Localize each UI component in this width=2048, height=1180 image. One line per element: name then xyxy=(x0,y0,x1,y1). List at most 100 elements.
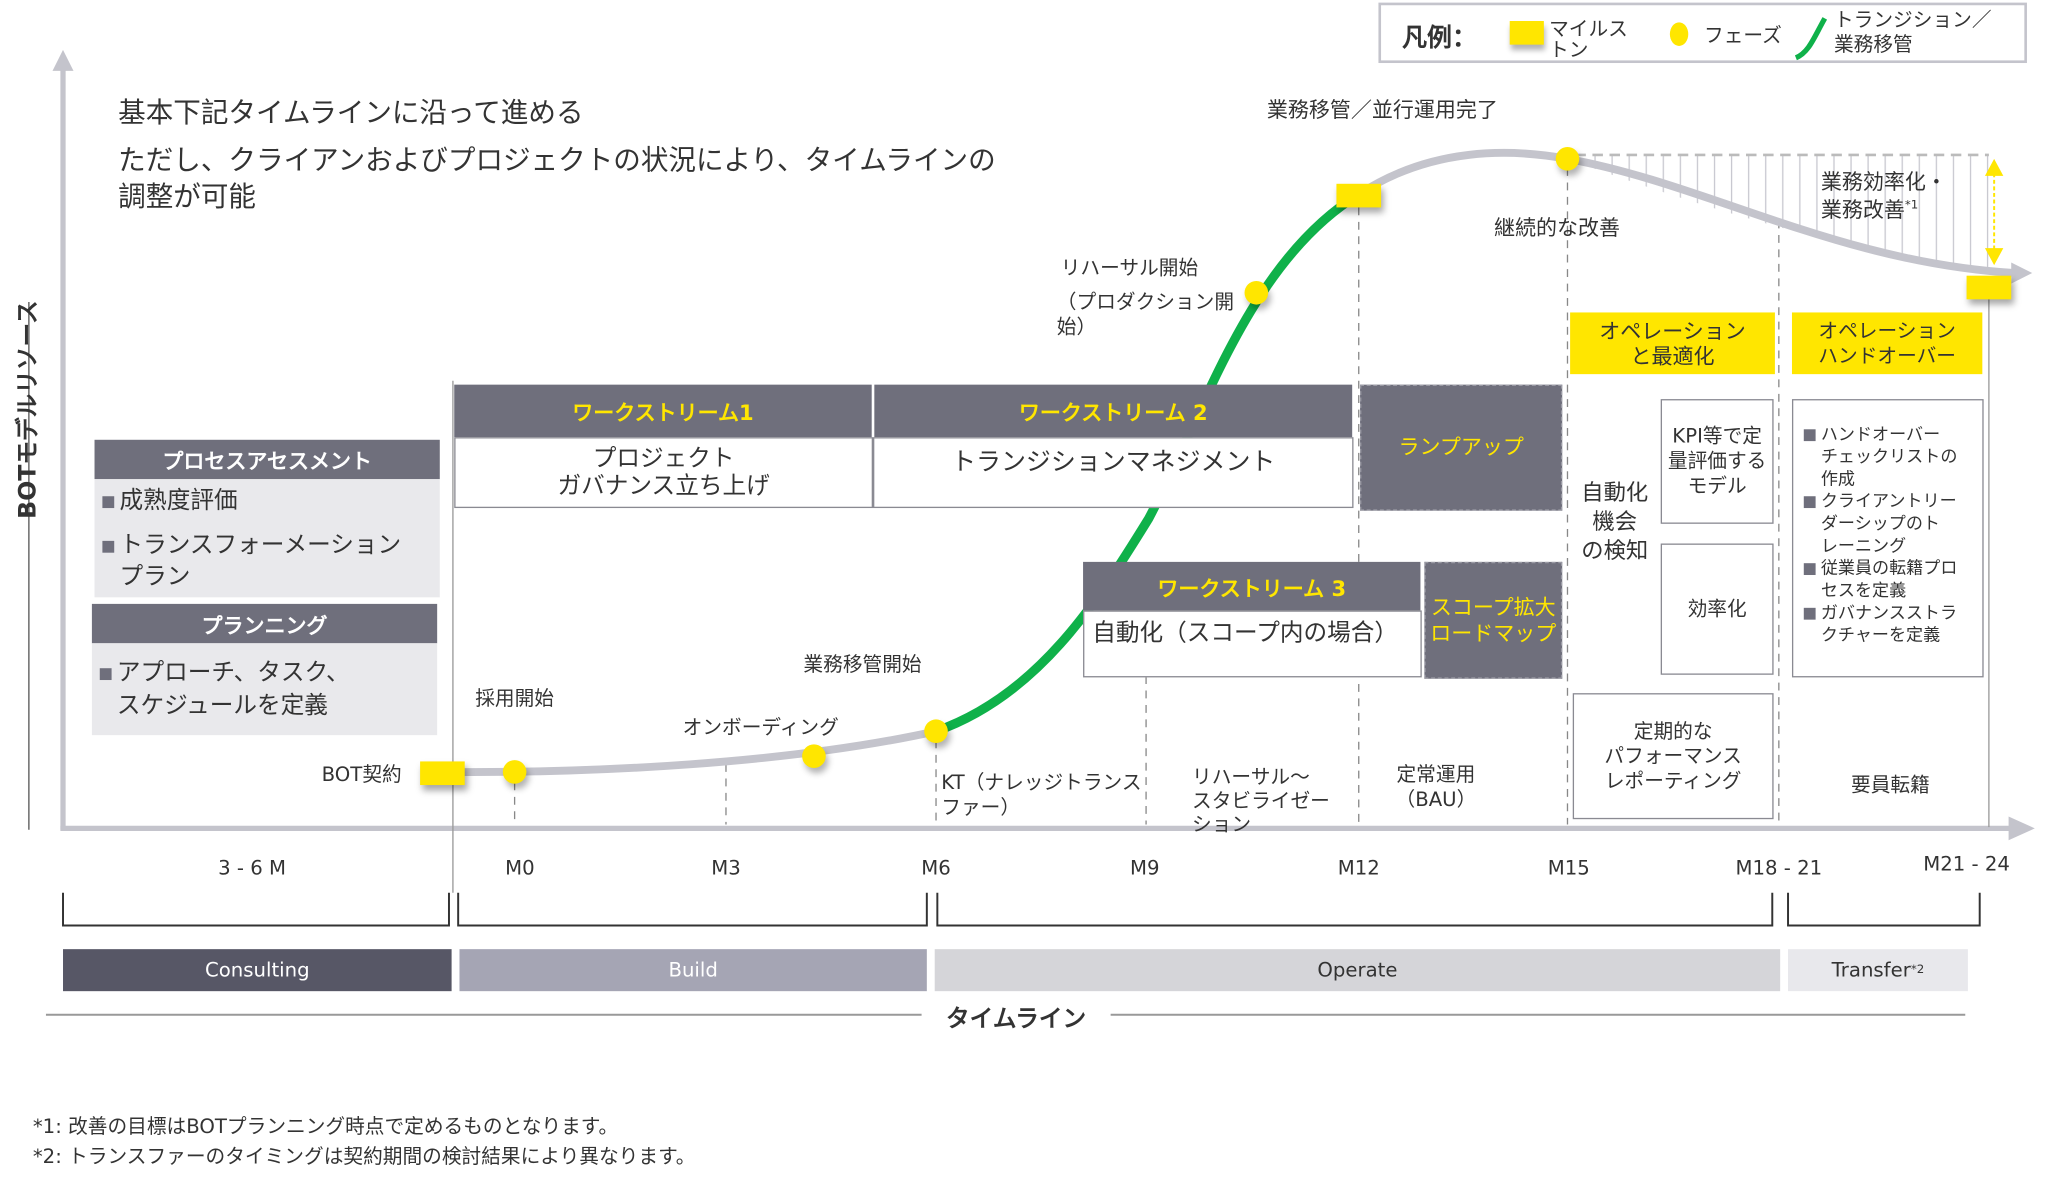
tick-label: M3 xyxy=(711,855,741,880)
workstream-3-body: 自動化（スコープ内の場合） xyxy=(1083,610,1422,678)
x-axis-arrow xyxy=(2008,816,2035,841)
transfer-label: Transfer xyxy=(1831,958,1911,982)
efficiency-line-1: 業務効率化・ xyxy=(1820,169,1947,195)
legend-transition-2: 業務移管 xyxy=(1833,32,1913,57)
period-braces xyxy=(62,892,1981,927)
y-axis-arrow xyxy=(52,49,74,71)
footnote-1: *1: 改善の目標はBOTプランニング時点で定めるものとなります。 xyxy=(32,1114,619,1139)
planning-header: プランニング xyxy=(91,603,438,644)
bullet-icon xyxy=(99,667,112,680)
stabilize-line-2: スタビライゼー xyxy=(1192,788,1330,813)
process-assessment-body: 成熟度評価 トランスフォーメーション プラン xyxy=(94,479,440,598)
improvement-arrow-up xyxy=(1984,158,2004,176)
handover-item-line: ガバナンスストラ xyxy=(1820,603,1958,624)
pa-item-2: トランスフォーメーション xyxy=(102,526,401,560)
bullet-icon xyxy=(1803,496,1816,509)
reporting-line-1: 定期的な xyxy=(1633,718,1713,743)
continuous-improvement-label: 継続的な改善 xyxy=(1493,215,1621,241)
phase-legend-icon xyxy=(1669,22,1689,46)
phase-onboarding xyxy=(802,744,826,768)
handover-item: ハンドオーバーチェックリストの作成 xyxy=(1803,424,1983,491)
handover-item-line: 従業員の転籍プロ xyxy=(1820,559,1958,579)
transfer-start-label: 業務移管開始 xyxy=(803,652,922,677)
handover-complete-label: 業務移管／並行運用完了 xyxy=(1266,97,1498,123)
milestone-transfer xyxy=(1966,275,2012,300)
handover-item-line: セスを定義 xyxy=(1820,581,1907,602)
legend-transition-1: トランジション／ xyxy=(1833,7,1992,32)
scope-line-2: ロードマップ xyxy=(1430,620,1557,646)
phase-continuous-improvement xyxy=(1555,147,1580,171)
tick-label: M12 xyxy=(1337,855,1380,880)
scope-roadmap-box: スコープ拡大ロードマップ xyxy=(1424,561,1563,679)
handover-item-line: レーニング xyxy=(1820,536,1907,557)
tick-label: M18 - 21 xyxy=(1735,855,1823,880)
ramp-up-box: ランプアップ xyxy=(1360,384,1563,511)
milestone-handover-complete xyxy=(1336,183,1382,208)
phase-bar-operate: Operate xyxy=(934,949,1781,992)
bau-line-2: （BAU） xyxy=(1395,787,1477,812)
tick-label: M9 xyxy=(1129,855,1160,880)
reporting-line-3: レポーティング xyxy=(1604,768,1742,793)
process-assessment-header: プロセスアセスメント xyxy=(94,439,440,480)
handover-item-line: チェックリストの xyxy=(1820,447,1958,468)
milestone-bot-contract xyxy=(420,761,465,786)
pa-item-1-text: 成熟度評価 xyxy=(119,487,238,515)
intro-line-3: 調整が可能 xyxy=(118,181,256,213)
tick-label: M15 xyxy=(1547,855,1590,880)
efficiency-box: 効率化 xyxy=(1660,543,1774,675)
workstream-2-body: トランジションマネジメント xyxy=(873,437,1354,509)
op-opt-line-2: と最適化 xyxy=(1630,343,1715,369)
production-start-line-2: 始） xyxy=(1056,315,1097,339)
handover-item: 従業員の転籍プロセスを定義 xyxy=(1803,558,1983,603)
y-axis-label: BOTモデルリソース xyxy=(14,300,43,519)
handover-item: ガバナンスストラクチャーを定義 xyxy=(1803,603,1983,648)
bullet-icon xyxy=(1803,607,1816,620)
rehearsal-start-label: リハーサル開始 xyxy=(1060,255,1199,280)
curve-arrow xyxy=(2011,262,2033,284)
pa-item-2-text: トランスフォーメーション xyxy=(119,531,402,560)
workstream-1-header: ワークストリーム1 xyxy=(454,384,872,438)
op-handover-line-2: ハンドオーバー xyxy=(1818,343,1956,367)
bau-label: 定常運用（BAU） xyxy=(1396,763,1477,813)
automation-detection-label: 自動化機会の検知 xyxy=(1575,479,1654,566)
milestone-legend-icon xyxy=(1509,21,1544,45)
stabilize-line-3: ション xyxy=(1192,812,1252,837)
production-start-line-1: （プロダクション開 xyxy=(1056,290,1235,314)
transition-legend-icon xyxy=(1794,17,1828,61)
reporting-line-2: パフォーマンス xyxy=(1604,743,1742,768)
op-handover-line-1: オペレーション xyxy=(1818,318,1956,342)
scope-line-1: スコープ拡大 xyxy=(1430,594,1556,619)
tick-label: 3 - 6 M xyxy=(218,855,287,880)
stabilize-line-1: リハーサル～ xyxy=(1192,765,1310,789)
period-guides xyxy=(513,168,1780,825)
resource-curve-transition xyxy=(934,190,1362,736)
phase-transfer-start xyxy=(924,719,948,744)
bullet-icon xyxy=(1803,429,1816,442)
legend-milestone: マイルストン xyxy=(1549,17,1628,62)
ws1-line-1: プロジェクト xyxy=(592,445,735,473)
handover-item-line: クライアントリー xyxy=(1820,492,1957,512)
stabilization-label: リハーサル～スタビライゼーション xyxy=(1192,765,1330,836)
ws1-line-2: ガバナンス立ち上げ xyxy=(557,472,770,501)
improvement-arrow-down xyxy=(1984,248,2004,266)
pa-item-2b: プラン xyxy=(119,563,191,591)
planning-item-1: アプローチ、タスク、 xyxy=(99,654,350,688)
resource-curve-operate xyxy=(1356,148,2016,277)
onboarding-label: オンボーディング xyxy=(682,715,839,740)
workstream-3-header: ワークストリーム 3 xyxy=(1083,561,1421,611)
handover-item-line: クチャーを定義 xyxy=(1820,626,1941,646)
legend-title: 凡例： xyxy=(1402,23,1477,53)
handover-item-line: ハンドオーバー xyxy=(1820,425,1941,446)
operation-optimization-box: オペレーションと最適化 xyxy=(1570,312,1775,375)
legend: 凡例： マイルストン フェーズ トランジション／ 業務移管 xyxy=(1378,2,2027,64)
phase-bar-build: Build xyxy=(459,949,927,992)
kpi-line-3: モデル xyxy=(1687,473,1747,498)
timeline-label: タイムライン xyxy=(946,1005,1087,1034)
production-start-label: （プロダクション開始） xyxy=(1057,290,1234,340)
kpi-line-1: KPI等で定 xyxy=(1672,424,1762,448)
bullet-icon xyxy=(102,495,115,508)
efficiency-line-2: 業務改善 xyxy=(1820,197,1905,223)
operation-handover-box: オペレーションハンドオーバー xyxy=(1791,312,1983,375)
automation-detect-line-3: の検知 xyxy=(1581,538,1649,565)
op-opt-line-1: オペレーション xyxy=(1599,318,1746,344)
